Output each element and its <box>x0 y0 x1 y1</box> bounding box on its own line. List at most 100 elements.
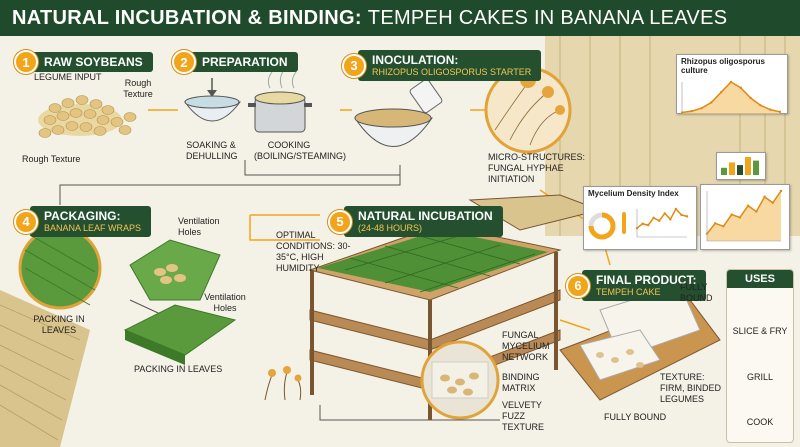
closed-leaf-wrap <box>123 304 237 365</box>
label-optimal-conditions: OPTIMAL CONDITIONS: 30-35°C, HIGH HUMIDI… <box>276 230 351 273</box>
label-rough-texture-top: Rough Texture <box>123 78 153 99</box>
label-packing-left: PACKING IN LEAVES <box>33 314 85 335</box>
step-6-number: 6 <box>566 273 590 298</box>
step-4-number: 4 <box>14 209 38 234</box>
growth-chart-point <box>755 210 758 213</box>
label-micro-structures: MICRO-STRUCTURES: FUNGAL HYPHAE INITIATI… <box>488 152 585 184</box>
title-main: NATURAL INCUBATION & BINDING: <box>12 6 362 29</box>
step-3: 3 INOCULATION:RHIZOPUS OLIGOSPORUS START… <box>342 50 542 81</box>
step-5-label: NATURAL INCUBATION(24-48 HOURS) <box>344 206 503 237</box>
density-chart-point <box>658 219 661 222</box>
mini-bar <box>737 165 743 175</box>
culture-chart-title: Rhizopus oligosporus culture <box>681 57 765 75</box>
label-ventilation-bottom: Ventilation Holes <box>204 292 246 313</box>
culture-chart-panel: Rhizopus oligosporus culture <box>676 54 788 115</box>
mycelium-lens <box>420 340 500 420</box>
use-slice-fry: SLICE & FRY <box>732 326 788 336</box>
label-cooking: COOKING (BOILING/STEAMING) <box>254 140 347 161</box>
density-chart-line <box>636 207 688 229</box>
step-4: 4 PACKAGING:BANANA LEAF WRAPS <box>14 206 152 237</box>
step-1-title: RAW SOYBEANS <box>44 55 143 69</box>
density-chart <box>588 207 689 240</box>
label-packing-bottom: PACKING IN LEAVES <box>134 364 223 374</box>
tempeh-cake <box>579 284 701 381</box>
culture-chart-point <box>729 80 733 84</box>
step-3-label: INOCULATION:RHIZOPUS OLIGOSPORUS STARTER <box>358 50 542 81</box>
culture-chart-point <box>710 101 713 104</box>
density-chart-point <box>663 212 666 215</box>
cooking-pot <box>248 69 312 133</box>
title-sub: TEMPEH CAKES IN BANANA LEAVES <box>367 6 728 29</box>
open-leaf-wrap <box>129 239 221 301</box>
uses-title: USES <box>727 270 793 288</box>
step-2-title: PREPARATION <box>202 55 288 69</box>
growth-chart-line <box>706 190 782 235</box>
mycelium-sprouts <box>264 366 302 401</box>
growth-chart-point <box>722 225 725 228</box>
step-4-title: PACKAGING: <box>44 209 121 223</box>
label-legume-input: LEGUME INPUT <box>34 72 102 82</box>
label-soaking: SOAKING & DEHULLING <box>186 140 238 161</box>
density-chart-point <box>646 224 650 227</box>
density-chart-point <box>652 216 655 220</box>
growth-chart-point <box>746 204 750 207</box>
mini-bar <box>721 167 727 175</box>
step-1: 1 RAW SOYBEANS <box>14 50 153 74</box>
growth-chart-point <box>763 195 766 199</box>
density-chart-point <box>674 207 678 211</box>
step-5-title: NATURAL INCUBATION <box>358 209 493 223</box>
culture-chart-point <box>749 96 752 100</box>
growth-chart-point <box>730 213 733 216</box>
step-5: 5 NATURAL INCUBATION(24-48 HOURS) <box>328 206 503 237</box>
step-5-subtitle: (24-48 HOURS) <box>358 223 423 233</box>
step-1-number: 1 <box>14 50 38 74</box>
culture-chart-point <box>720 90 723 94</box>
step-3-title: INOCULATION: <box>372 53 459 67</box>
label-rough-texture-bottom: Rough Texture <box>22 154 81 164</box>
label-fully-bound-top: FULLY BOUND <box>680 282 713 303</box>
mini-bar <box>729 162 735 175</box>
mini-bar-panel <box>716 152 766 180</box>
culture-chart-point <box>778 110 782 114</box>
use-cook: COOK <box>746 417 774 427</box>
soaking-bowl <box>184 78 241 122</box>
step-6-subtitle: TEMPEH CAKE <box>596 287 661 297</box>
step-4-label: PACKAGING:BANANA LEAF WRAPS <box>30 206 152 237</box>
step-2-label: PREPARATION <box>188 52 298 72</box>
density-chart-point <box>680 213 683 217</box>
growth-chart-point <box>738 216 742 219</box>
label-fully-bound-bottom: FULLY BOUND <box>604 412 667 422</box>
step-6: 6 FINAL PRODUCT:TEMPEH CAKE <box>566 270 707 301</box>
step-4-subtitle: BANANA LEAF WRAPS <box>44 223 142 233</box>
growth-chart-point <box>771 201 774 204</box>
label-binding-matrix: BINDING MATRIX <box>502 372 540 393</box>
step-2: 2 PREPARATION <box>172 50 298 74</box>
step-2-number: 2 <box>172 50 196 74</box>
growth-chart-point <box>714 222 717 225</box>
density-chart-point <box>669 218 672 221</box>
microstructure-lens <box>484 66 572 154</box>
step-3-number: 3 <box>342 53 366 78</box>
culture-chart <box>680 80 782 115</box>
growth-chart-point <box>779 189 783 193</box>
step-1-label: RAW SOYBEANS <box>30 52 153 72</box>
density-chart-panel: Mycelium Density Index <box>583 186 697 250</box>
growth-chart <box>705 189 783 242</box>
culture-chart-point <box>759 104 762 107</box>
density-chart-point <box>685 215 689 218</box>
label-texture: TEXTURE: FIRM, BINDED LEGUMES <box>660 372 722 404</box>
label-ventilation-top: Ventilation Holes <box>178 216 220 237</box>
thermometer-icon <box>622 212 626 234</box>
mini-bar-chart <box>721 157 759 175</box>
label-velvety-texture: VELVETY FUZZ TEXTURE <box>502 400 545 432</box>
inoculation-bowl <box>354 78 443 147</box>
step-5-number: 5 <box>328 209 352 234</box>
growth-chart-panel <box>700 184 790 250</box>
mini-bar <box>753 160 759 175</box>
culture-chart-point <box>690 109 693 113</box>
step-3-subtitle: RHIZOPUS OLIGOSPORUS STARTER <box>372 67 532 77</box>
bamboo-mat <box>0 290 90 447</box>
soybean-pile <box>38 95 137 138</box>
page-title: NATURAL INCUBATION & BINDING: TEMPEH CAK… <box>0 0 800 36</box>
